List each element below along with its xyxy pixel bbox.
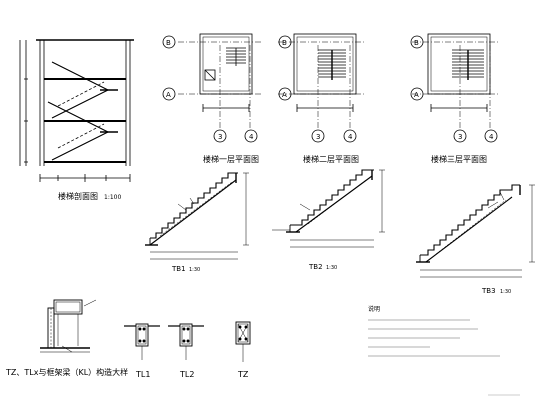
plan2-axis-a-label: A (282, 91, 287, 99)
flight-detail-tb2 (272, 169, 385, 248)
notes-body (368, 319, 500, 357)
plan3-axis-a-label: A (414, 91, 419, 99)
stair-plan-level-1 (162, 33, 262, 143)
plan1-axis-a-label: A (166, 91, 171, 99)
plan2-axis-4-label: 4 (348, 133, 353, 141)
tb2-label: TB2 (308, 263, 323, 271)
tl1-section (124, 323, 160, 360)
section-view-title: 楼梯剖面图 (58, 191, 98, 201)
plan1-axis-4-label: 4 (249, 133, 254, 141)
tl2-label: TL2 (179, 370, 194, 379)
stair-plan-level-3 (410, 33, 498, 143)
tz-label: TZ (237, 370, 249, 379)
stair-plan-level-2 (278, 33, 364, 143)
notes-heading: 说明 (368, 305, 380, 313)
plan1-axis-b-label: B (166, 39, 171, 47)
tz-section (235, 321, 251, 362)
tb2-scale: 1:30 (326, 265, 337, 271)
section-view-scale: 1:100 (104, 194, 121, 201)
plan2-axis-b-label: B (282, 39, 287, 47)
flight-detail-tb1 (145, 172, 249, 260)
plan3-title: 楼梯三层平面图 (431, 154, 487, 164)
stair-section-view (19, 39, 134, 182)
tb3-scale: 1:30 (500, 289, 511, 295)
tb1-scale: 1:30 (189, 267, 200, 273)
tl1-label: TL1 (135, 370, 150, 379)
joint-detail-title: TZ、TLx与框架梁（KL）构造大样 (5, 367, 128, 377)
plan3-axis-b-label: B (414, 39, 419, 47)
plan3-axis-4-label: 4 (489, 133, 494, 141)
plan1-axis-3-label: 3 (218, 133, 222, 141)
plan2-axis-3-label: 3 (316, 133, 320, 141)
tb3-label: TB3 (481, 287, 496, 295)
flight-detail-tb3 (416, 184, 535, 278)
frame-beam-joint-detail (40, 299, 97, 353)
tl2-section (168, 323, 204, 360)
plan1-title: 楼梯一层平面图 (203, 154, 259, 164)
tb1-label: TB1 (171, 265, 186, 273)
plan2-title: 楼梯二层平面图 (303, 154, 359, 164)
plan3-axis-3-label: 3 (458, 133, 462, 141)
